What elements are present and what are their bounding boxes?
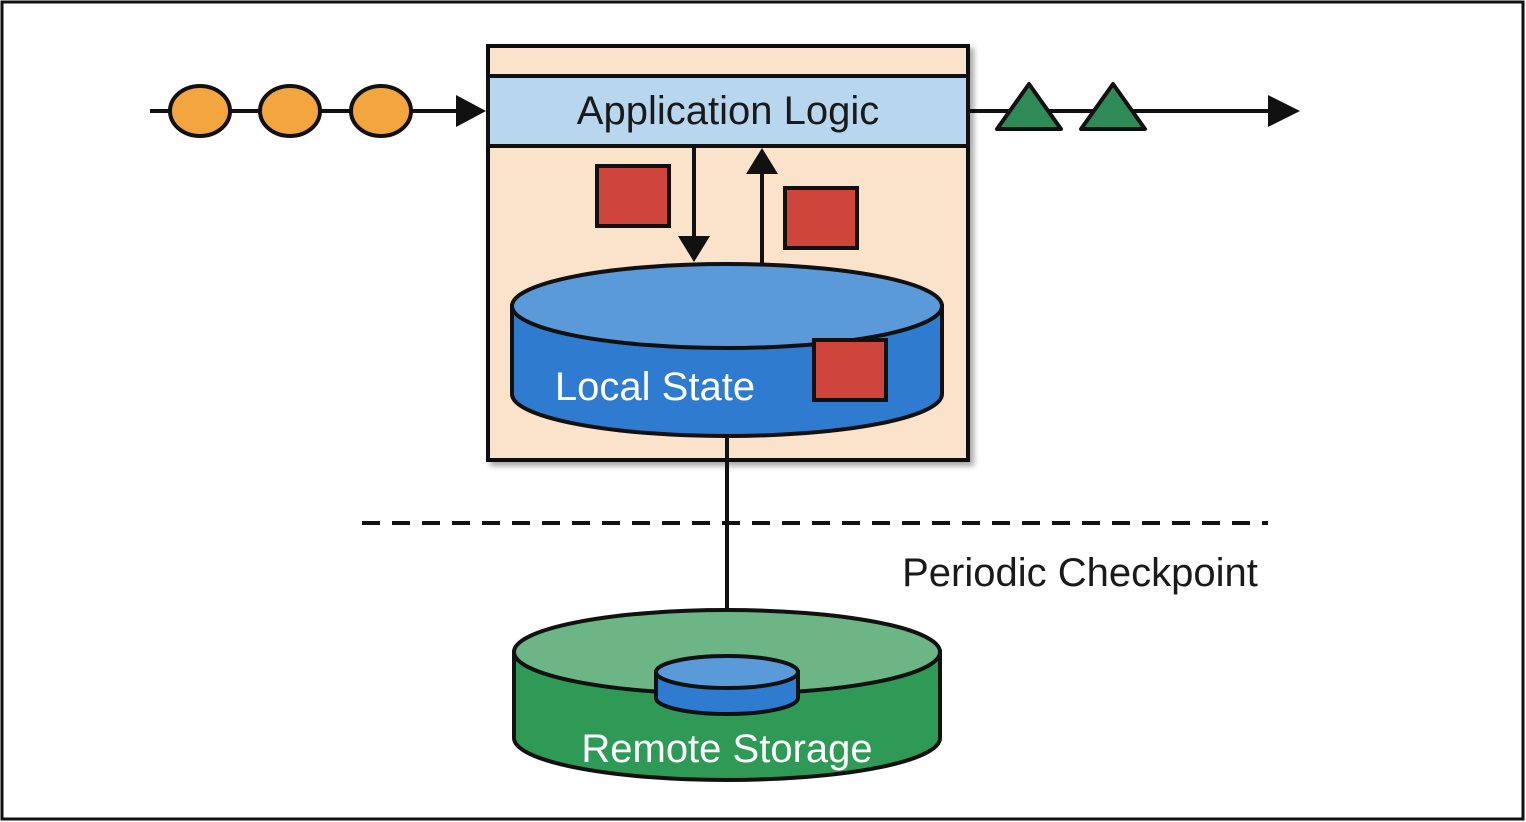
output-stream bbox=[968, 82, 1300, 131]
local-state-db: Local State bbox=[510, 262, 944, 438]
input-event bbox=[258, 84, 322, 138]
input-stream bbox=[150, 84, 486, 138]
remote-storage-label: Remote Storage bbox=[581, 727, 872, 771]
read-arrowhead bbox=[746, 148, 778, 174]
write-arrowhead bbox=[678, 236, 710, 262]
periodic-checkpoint-label: Periodic Checkpoint bbox=[902, 551, 1258, 595]
application-logic-label: Application Logic bbox=[577, 89, 879, 133]
input-event bbox=[168, 84, 232, 138]
remote-storage-db: Remote Storage bbox=[512, 608, 942, 782]
snapshot-cylinder-top bbox=[654, 654, 800, 690]
local-state-cylinder-top bbox=[510, 262, 944, 350]
stored-snapshot-db bbox=[654, 654, 800, 716]
state-item bbox=[595, 164, 671, 228]
state-item bbox=[783, 186, 859, 250]
input-event bbox=[349, 84, 413, 138]
output-event bbox=[1079, 82, 1147, 131]
input-arrowhead bbox=[456, 95, 486, 127]
task-box: Application Logic Local State bbox=[486, 44, 970, 462]
output-event bbox=[995, 82, 1063, 131]
application-logic-bar bbox=[486, 74, 970, 148]
output-arrowhead bbox=[1268, 95, 1300, 127]
state-item bbox=[812, 338, 888, 402]
local-state-label: Local State bbox=[555, 365, 755, 409]
